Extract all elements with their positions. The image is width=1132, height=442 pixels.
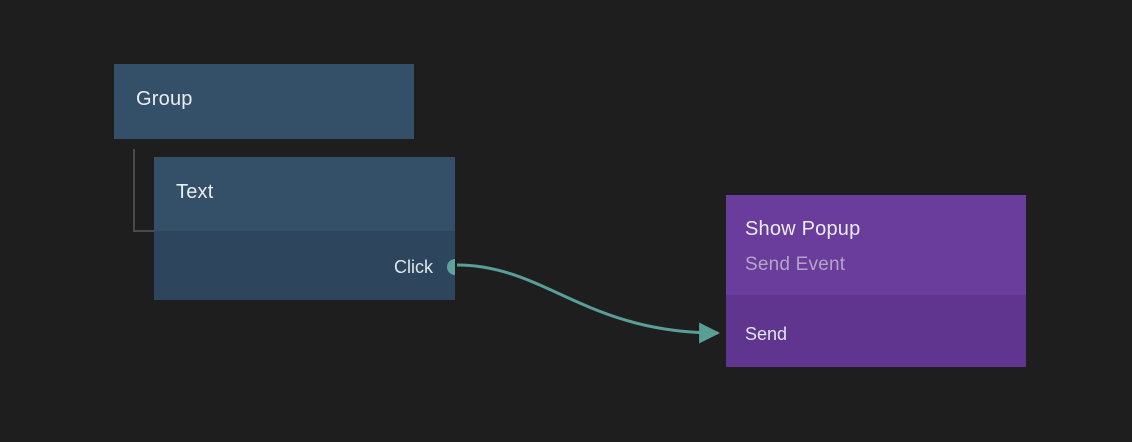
port-row-send[interactable]: Send: [726, 325, 787, 343]
node-text-header[interactable]: Text: [154, 157, 455, 231]
node-show-popup-body: Send: [726, 295, 1026, 367]
node-text-body: Click: [154, 231, 455, 300]
node-show-popup-subtitle: Send Event: [745, 254, 846, 275]
port-row-click[interactable]: Click: [394, 258, 455, 276]
tree-connector-line: [133, 149, 155, 232]
edge-click-to-send: [456, 263, 721, 344]
node-group[interactable]: Group: [114, 64, 414, 139]
node-text[interactable]: Text Click: [154, 157, 455, 300]
node-show-popup-title: Show Popup: [745, 218, 861, 240]
port-send-label: Send: [745, 324, 788, 344]
node-text-title: Text: [176, 181, 214, 203]
node-group-title: Group: [136, 88, 193, 110]
port-click-connector-dot[interactable]: [447, 259, 455, 275]
node-group-header[interactable]: Group: [114, 64, 414, 139]
node-show-popup[interactable]: Show Popup Send Event Send: [726, 195, 1026, 367]
port-click-label: Click: [394, 257, 433, 277]
node-show-popup-header[interactable]: Show Popup Send Event: [726, 195, 1026, 295]
